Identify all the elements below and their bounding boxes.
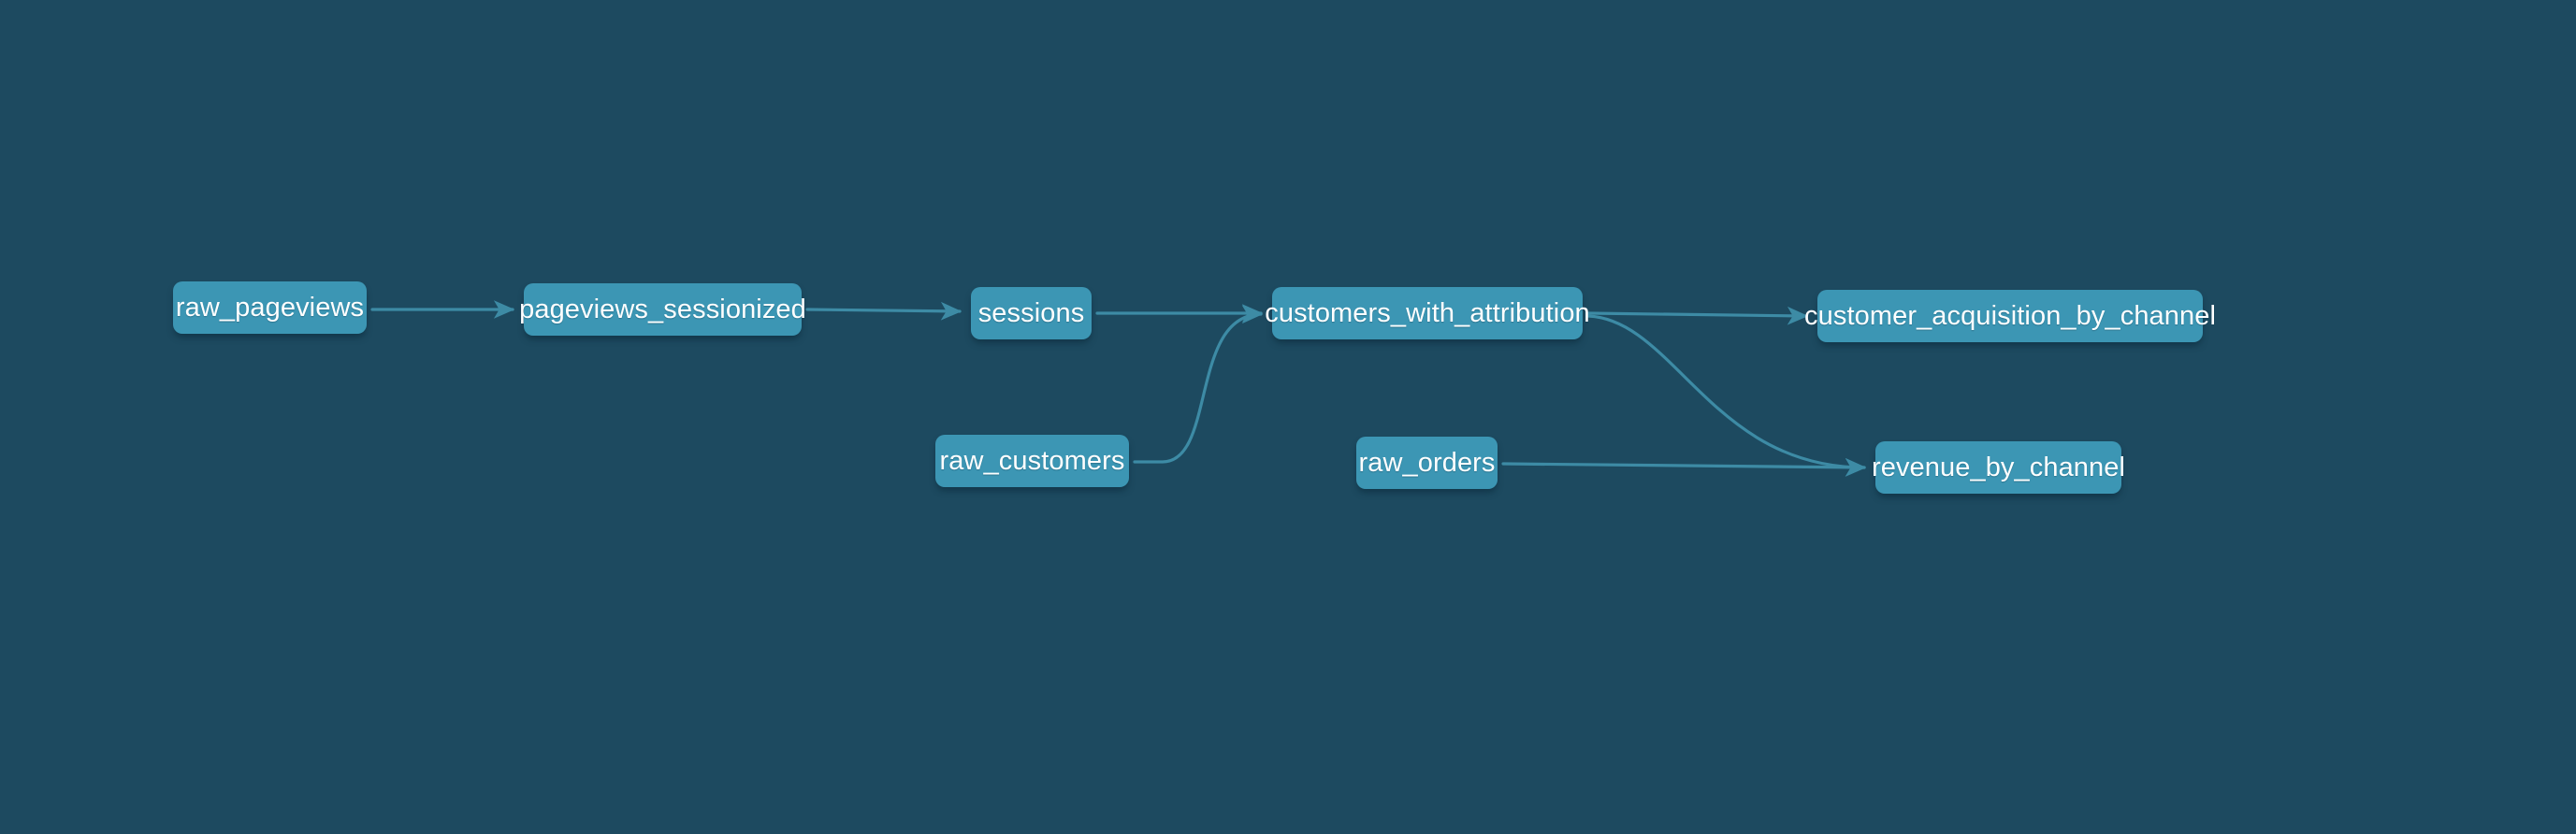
edge-pageviews_sessionized-to-sessions — [805, 301, 962, 321]
graph-node-label: customers_with_attribution — [1265, 297, 1590, 328]
graph-node-label: raw_pageviews — [175, 292, 365, 323]
graph-node-label: customer_acquisition_by_channel — [1804, 300, 2216, 331]
edge-raw_customers-to-customers_with_attribution — [1133, 305, 1264, 464]
edge-raw_orders-to-revenue_by_channel — [1501, 457, 1867, 477]
graph-node-sessions[interactable]: sessions — [971, 287, 1092, 339]
graph-node-label: raw_customers — [939, 445, 1125, 476]
graph-node-raw_pageviews[interactable]: raw_pageviews — [173, 281, 367, 334]
graph-node-customer_acquisition_by_channel[interactable]: customer_acquisition_by_channel — [1804, 290, 2216, 342]
graph-node-raw_orders[interactable]: raw_orders — [1356, 437, 1498, 489]
graph-node-label: sessions — [977, 297, 1085, 328]
edge-customers_with_attribution-to-customer_acquisition_by_channel — [1586, 306, 1809, 325]
graph-node-label: pageviews_sessionized — [519, 294, 806, 324]
graph-node-customers_with_attribution[interactable]: customers_with_attribution — [1265, 287, 1590, 339]
graph-node-label: raw_orders — [1358, 447, 1496, 478]
graph-node-raw_customers[interactable]: raw_customers — [935, 435, 1129, 487]
graph-node-pageviews_sessionized[interactable]: pageviews_sessionized — [519, 283, 806, 336]
graph-node-revenue_by_channel[interactable]: revenue_by_channel — [1872, 441, 2125, 494]
graph-node-label: revenue_by_channel — [1871, 452, 2126, 482]
